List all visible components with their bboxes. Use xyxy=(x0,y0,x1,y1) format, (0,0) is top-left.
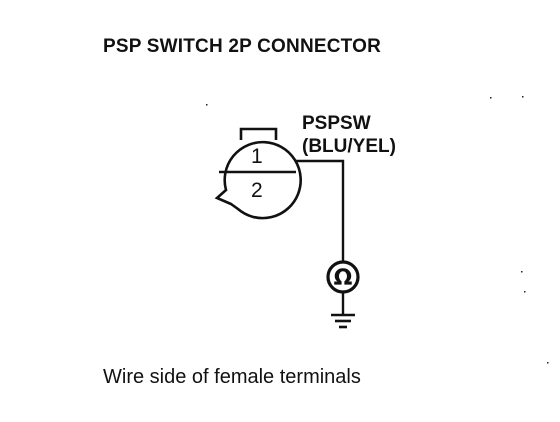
connector xyxy=(214,127,302,220)
test-wire xyxy=(296,159,345,315)
scan-specks xyxy=(206,96,549,364)
wire-name: PSPSW xyxy=(302,113,371,134)
pin-2-label: 2 xyxy=(251,179,263,202)
ohm-symbol: Ω xyxy=(334,266,353,291)
wire-label: PSPSW (BLU/YEL) xyxy=(302,112,396,158)
diagram-title: PSP SWITCH 2P CONNECTOR xyxy=(103,36,382,57)
connector-body xyxy=(214,140,302,220)
connector-latch xyxy=(239,127,278,140)
wire-color: (BLU/YEL) xyxy=(302,136,396,157)
ohmmeter-icon: Ω xyxy=(326,260,360,294)
ground-icon xyxy=(331,313,355,329)
pin-1-label: 1 xyxy=(251,145,263,168)
diagram-caption: Wire side of female terminals xyxy=(103,366,361,388)
